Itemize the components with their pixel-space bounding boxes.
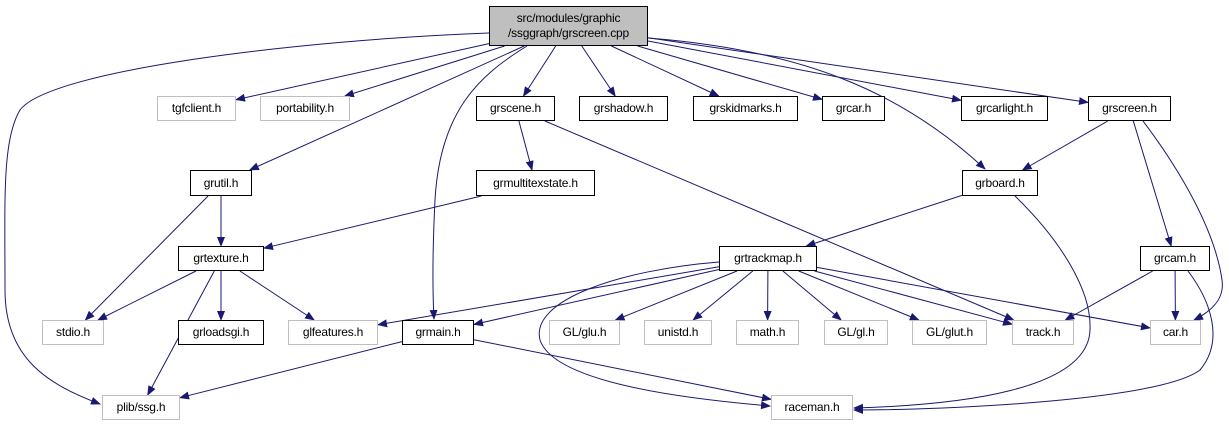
node-grtrackmap[interactable]: grtrackmap.h <box>719 246 817 271</box>
node-grutil[interactable]: grutil.h <box>190 170 252 196</box>
edge-grtrackmap-to-unistd <box>692 270 754 321</box>
edge-root-to-grcar <box>637 45 823 101</box>
node-plibssg: plib/ssg.h <box>102 395 180 420</box>
edge-grtrackmap-to-glu <box>614 270 738 321</box>
node-grskidmarks[interactable]: grskidmarks.h <box>693 96 798 121</box>
edge-root-to-tgfclient <box>235 43 490 102</box>
node-math: math.h <box>736 320 799 345</box>
edge-grcam-to-raceman <box>853 270 1214 414</box>
node-grscene[interactable]: grscene.h <box>476 96 555 121</box>
edge-root-to-grskidmarks <box>611 45 720 97</box>
edge-root-to-portability <box>343 45 505 98</box>
edge-grmain-to-plibssg <box>179 341 403 400</box>
edge-grtrackmap-to-car <box>816 266 1151 331</box>
edge-grscene-to-grmultitexstate <box>518 120 534 171</box>
root-label-line1: src/modules/graphic <box>516 11 621 25</box>
edge-root-to-grmain <box>429 45 528 320</box>
edge-grmultitexstate-to-grtexture <box>263 195 482 250</box>
node-track: track.h <box>1012 320 1074 345</box>
node-glu: GL/glu.h <box>549 320 620 345</box>
node-grmain[interactable]: grmain.h <box>402 320 474 345</box>
edge-grboard-to-raceman <box>853 195 1091 412</box>
edge-root-to-grshadow <box>581 45 616 97</box>
root-node-grscreen-cpp[interactable]: src/modules/graphic /ssggraph/grscreen.c… <box>489 6 648 46</box>
node-grshadow[interactable]: grshadow.h <box>579 96 668 121</box>
node-glut: GL/glut.h <box>912 320 987 345</box>
node-grmultitexstate[interactable]: grmultitexstate.h <box>476 170 595 196</box>
edge-grtexture-to-stdio <box>97 270 197 321</box>
edge-root-to-grutil <box>248 45 525 171</box>
edge-root-to-grscreen <box>647 37 1089 106</box>
node-tgfclient: tgfclient.h <box>157 96 236 121</box>
edge-grscreen-to-grcam <box>1132 120 1173 247</box>
node-grcam[interactable]: grcam.h <box>1140 246 1210 271</box>
edge-grtrackmap-to-gl <box>782 270 842 321</box>
edge-grcam-to-track <box>1064 270 1153 321</box>
node-stdio: stdio.h <box>42 320 104 345</box>
node-grcar[interactable]: grcar.h <box>822 96 885 121</box>
node-unistd: unistd.h <box>644 320 712 345</box>
edge-grtrackmap-to-track <box>814 270 1013 326</box>
node-glfeatures: glfeatures.h <box>288 320 378 345</box>
node-grscreen[interactable]: grscreen.h <box>1088 96 1171 121</box>
edge-root-to-grcarlight <box>647 40 962 103</box>
node-grloadsgi[interactable]: grloadsgi.h <box>178 320 264 345</box>
edge-grtrackmap-to-raceman <box>538 261 771 410</box>
node-raceman: raceman.h <box>771 395 853 420</box>
root-label-line2: /ssggraph/grscreen.cpp <box>507 26 629 40</box>
edge-root-to-grboard <box>647 37 986 170</box>
edge-grscene-to-track <box>544 120 1015 321</box>
node-gl: GL/gl.h <box>824 320 888 345</box>
edge-grutil-to-stdio <box>84 195 209 321</box>
edge-grtexture-to-glfeatures <box>239 270 315 321</box>
edge-grscreen-to-car <box>1142 120 1223 321</box>
node-grcarlight[interactable]: grcarlight.h <box>961 96 1048 121</box>
edge-root-to-plibssg <box>4 32 490 405</box>
edge-grtrackmap-to-glut <box>798 270 920 321</box>
edge-grtrackmap-to-grmain <box>473 269 720 327</box>
edge-root-to-grscene <box>522 45 557 97</box>
edge-grtrackmap-to-glfeatures <box>377 266 720 328</box>
node-grtexture[interactable]: grtexture.h <box>178 246 264 271</box>
edge-grscreen-to-grboard <box>1021 120 1109 171</box>
node-grboard[interactable]: grboard.h <box>962 170 1038 196</box>
node-car: car.h <box>1150 320 1201 345</box>
edge-grboard-to-grtrackmap <box>805 194 963 248</box>
node-portability: portability.h <box>260 96 350 121</box>
edge-grmain-to-raceman <box>473 339 772 402</box>
